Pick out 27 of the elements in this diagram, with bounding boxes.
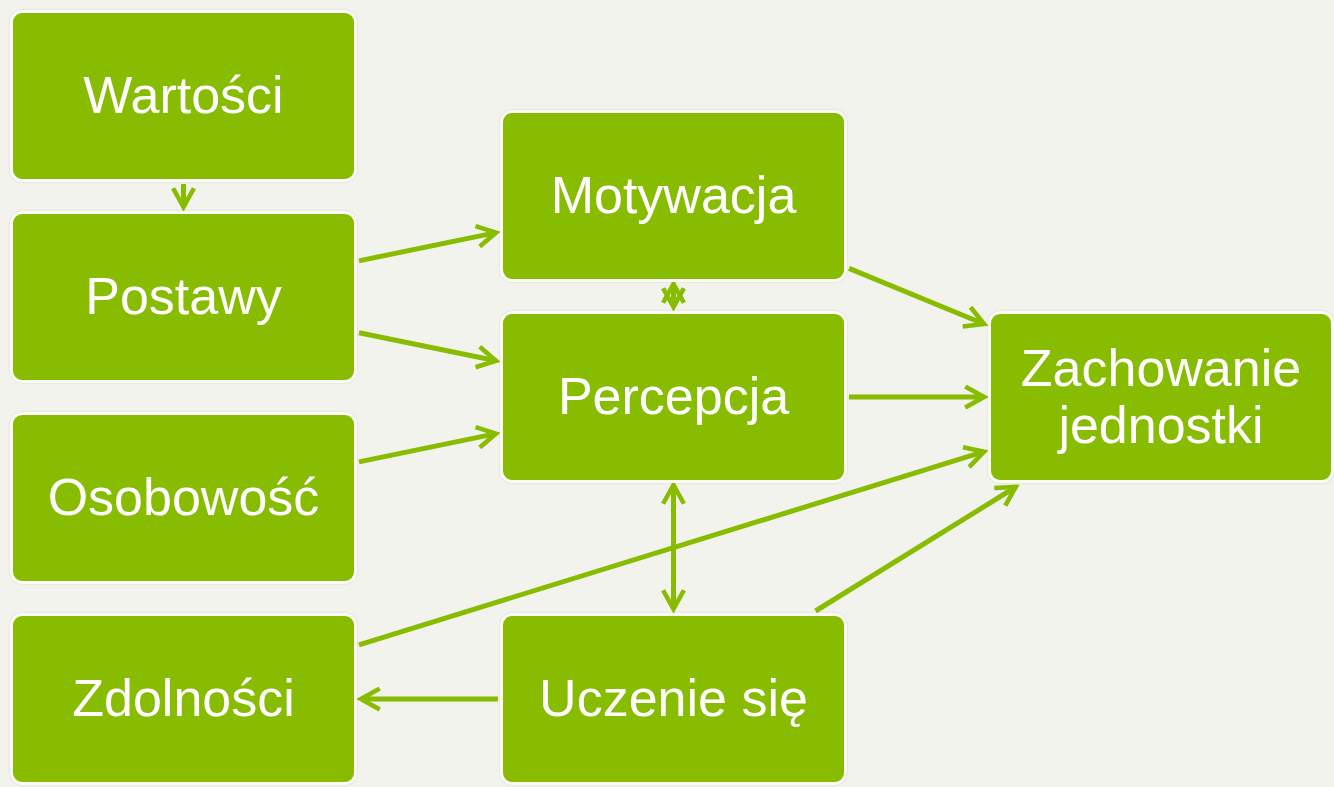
- arrow: [814, 484, 1018, 614]
- process-box: [10, 412, 357, 584]
- arrow: [358, 444, 987, 648]
- arrow: [848, 266, 987, 329]
- arrow: [358, 424, 499, 465]
- arrow: [358, 330, 499, 370]
- process-box: [500, 613, 847, 785]
- box-label: Motywacja: [550, 167, 797, 225]
- arrow: [660, 482, 687, 612]
- box-label: Zachowanie jednostki: [1019, 339, 1303, 455]
- arrow: [170, 184, 197, 210]
- box-label: Uczenie się: [539, 670, 808, 728]
- process-box: [500, 311, 847, 483]
- process-box: [500, 110, 847, 282]
- arrow: [660, 281, 687, 310]
- box-label: Zdolności: [72, 670, 295, 728]
- box-label: Postawy: [85, 268, 282, 326]
- box-label: Osobowość: [47, 469, 320, 527]
- process-box: [10, 613, 357, 785]
- process-box: [988, 311, 1334, 483]
- arrow: [358, 223, 499, 264]
- process-box: [10, 10, 357, 182]
- process-box: [10, 211, 357, 383]
- arrow: [358, 686, 498, 712]
- box-label: Percepcja: [557, 368, 790, 426]
- arrow: [849, 384, 987, 410]
- box-label: Wartości: [83, 67, 284, 125]
